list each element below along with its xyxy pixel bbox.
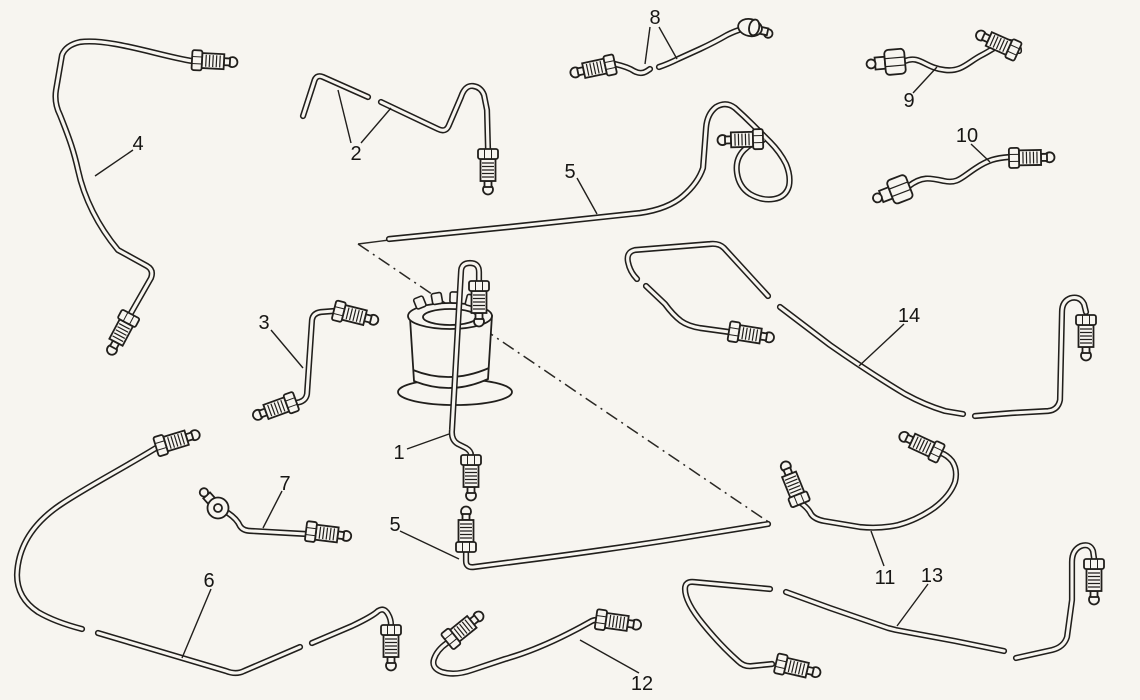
pipe-10-nut-fitting (867, 173, 915, 213)
pipe-10 (867, 146, 1056, 213)
callout-6-label: 6 (203, 570, 214, 592)
callout-2-leader-a (337, 89, 352, 144)
pipe-4-top-fitting (190, 49, 239, 74)
pipe-7-banjo-fitting (198, 487, 230, 520)
callout-11-leader (870, 530, 885, 567)
callout-14: 14 (858, 305, 920, 367)
pipe-11-right-fitting (894, 424, 947, 464)
callout-5-lower: 5 (389, 514, 460, 560)
pipe-11 (773, 424, 956, 528)
phantom-apex-line (357, 239, 390, 245)
pipe-5-lower (455, 505, 768, 568)
pipe-1-end-fitting (460, 454, 482, 502)
pump-band-line (412, 367, 490, 378)
pipe-11-left-fitting (773, 457, 812, 509)
pipe-6-top-fitting (152, 423, 204, 458)
callout-10-leader (970, 143, 991, 163)
callout-6-leader (181, 588, 212, 659)
callout-3-label: 3 (258, 312, 269, 334)
pump-body (397, 291, 513, 406)
callouts: 1 2 3 4 5 5 6 7 (94, 7, 991, 695)
pipe-12-left-fitting (439, 604, 490, 651)
pipe-9-nut-fitting (864, 47, 907, 78)
pump-cap-inner (422, 308, 478, 326)
callout-6: 6 (181, 570, 215, 659)
pipe-10-end-fitting (1007, 146, 1056, 169)
pipe-8-left-fitting (567, 53, 618, 85)
pipe-13-right-fitting (1083, 558, 1105, 606)
pump-cylinder (409, 314, 493, 389)
pipe-4 (56, 41, 239, 360)
callout-12: 12 (579, 639, 653, 695)
pipe-13-left-fitting (772, 652, 824, 684)
callout-4-leader (94, 149, 134, 177)
pipe-2 (303, 76, 499, 196)
pipe-7-right-fitting (303, 520, 354, 548)
pipe-8-wing-nut (737, 18, 774, 39)
callout-11-label: 11 (875, 567, 896, 589)
callout-12-leader (579, 639, 640, 674)
callout-9: 9 (903, 66, 938, 112)
callout-14-label: 14 (898, 305, 920, 327)
callout-5-upper-leader (576, 177, 598, 215)
callout-10-label: 10 (956, 125, 978, 147)
pipe-6 (17, 423, 402, 673)
callout-2-leader-b (360, 107, 392, 144)
callout-13-label: 13 (921, 565, 943, 587)
callout-3: 3 (258, 312, 304, 369)
pipe-3-right-fitting (330, 299, 382, 332)
callout-12-label: 12 (631, 673, 653, 695)
callout-1: 1 (393, 433, 450, 464)
callout-5-lower-label: 5 (389, 514, 400, 536)
pipe-14-mid-fitting (726, 320, 777, 349)
callout-5-upper-label: 5 (564, 161, 575, 183)
pipe-14 (628, 244, 1097, 416)
callout-4-label: 4 (132, 133, 143, 155)
phantom-connection-lines (357, 239, 771, 524)
pipe-5-lower-fitting (455, 505, 477, 553)
callout-8: 8 (644, 7, 678, 65)
pipe-3-left-fitting (248, 390, 301, 427)
callout-2-label: 2 (350, 143, 361, 165)
callout-4: 4 (94, 133, 144, 177)
callout-8-label: 8 (649, 7, 660, 29)
callout-7-leader (262, 490, 283, 529)
callout-7: 7 (262, 473, 291, 529)
callout-1-label: 1 (393, 442, 404, 464)
callout-5-upper: 5 (564, 161, 598, 215)
callout-3-leader (270, 329, 304, 369)
callout-10: 10 (956, 125, 991, 163)
callout-9-leader (912, 66, 938, 94)
pipe-13 (685, 545, 1105, 684)
pipe-12-right-fitting (593, 608, 644, 637)
pipe-9 (864, 23, 1023, 78)
pipe-14-right-fitting (1075, 314, 1097, 362)
phantom-centerline (357, 243, 771, 524)
callout-5-lower-leader (399, 530, 460, 560)
pipe-2-end-fitting (477, 148, 499, 196)
pipe-6-end-fitting (380, 624, 402, 672)
callout-11: 11 (870, 530, 896, 589)
callout-1-leader (406, 433, 450, 450)
pipe-8 (567, 18, 774, 85)
callout-13: 13 (896, 565, 943, 627)
callout-14-leader (858, 323, 905, 367)
callout-9-label: 9 (903, 90, 914, 112)
pipe-7 (198, 487, 354, 548)
callout-8-leader-b (658, 26, 678, 60)
pipe-4-bottom-fitting (99, 308, 141, 360)
callout-8-leader-a (644, 26, 651, 65)
pipe-12 (433, 604, 644, 674)
pipe-5-upper-fitting (716, 128, 765, 152)
callout-2: 2 (337, 89, 392, 165)
callout-13-leader (896, 583, 929, 627)
callout-7-label: 7 (279, 473, 290, 495)
